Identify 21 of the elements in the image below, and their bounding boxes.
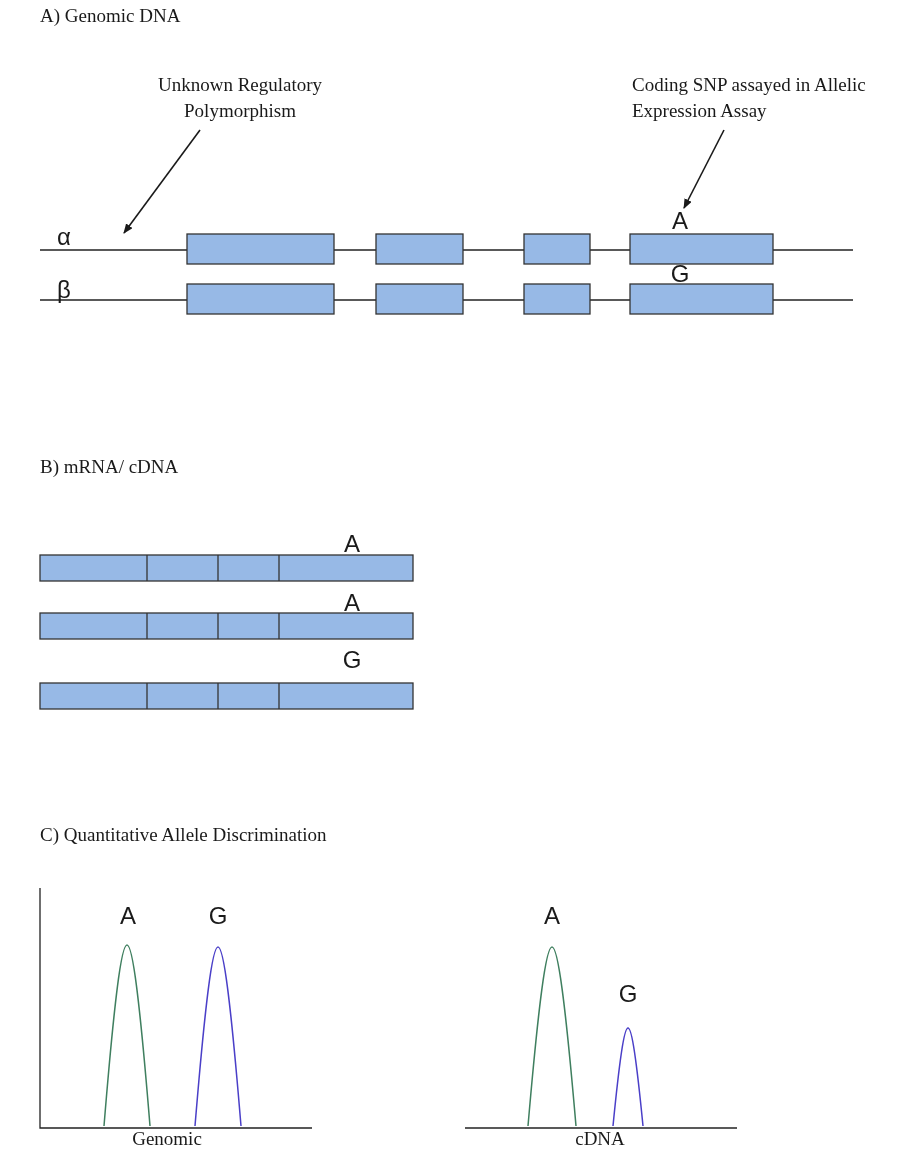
allele-label: β (57, 276, 71, 304)
axis-label: Genomic (132, 1128, 202, 1150)
allele-label: α (57, 223, 71, 251)
callout-text: Unknown Regulatory Polymorphism (156, 73, 324, 123)
panel-heading: C) Quantitative Allele Discrimination (40, 823, 327, 847)
panel-heading: B) mRNA/ cDNA (40, 455, 179, 479)
allele-label: G (208, 902, 228, 930)
allele-label: A (344, 530, 360, 558)
allele-label: G (342, 646, 362, 674)
gene-drawing (39, 233, 854, 265)
leader-arrow (123, 129, 201, 234)
allele-label: G (618, 980, 638, 1008)
allele-label: A (344, 589, 360, 617)
leader-arrow (683, 129, 725, 209)
allele-label: A (120, 902, 136, 930)
axis-label: cDNA (575, 1128, 625, 1150)
allele-label: A (544, 902, 560, 930)
callout-text: Coding SNP assayed in Allelic Expression Assay (632, 73, 867, 123)
allele-label: G (670, 260, 690, 288)
panel-heading: A) Genomic DNA (40, 4, 181, 28)
allele-label: A (671, 208, 689, 234)
